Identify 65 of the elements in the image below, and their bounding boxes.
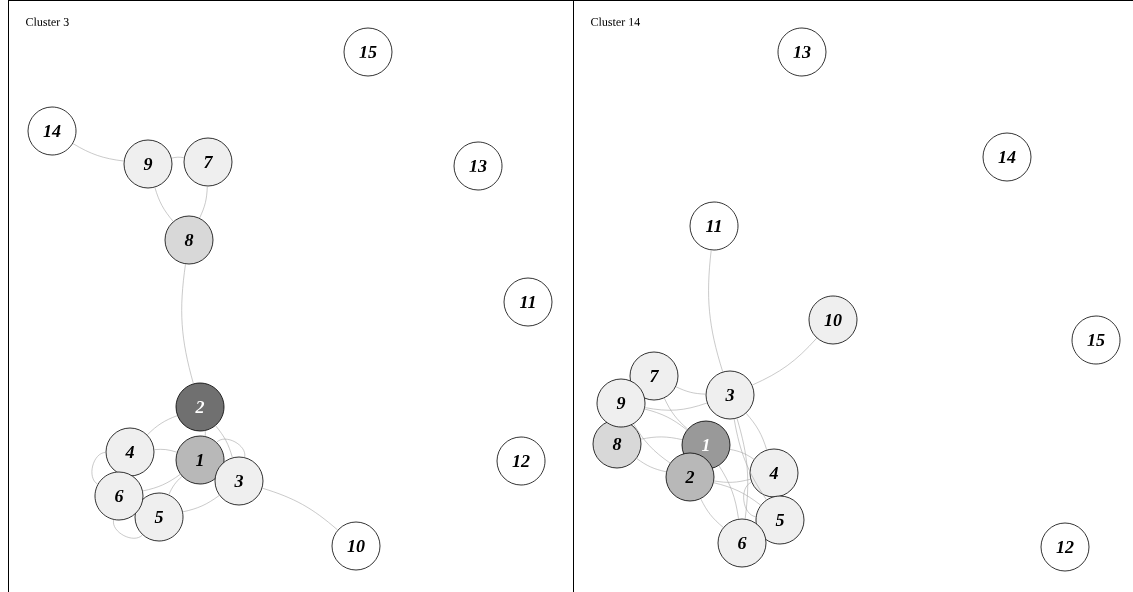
connector: [168, 476, 183, 495]
connector: [708, 249, 723, 373]
connector: [729, 449, 755, 460]
connector: [215, 425, 233, 458]
connector: [640, 436, 683, 440]
connector: [644, 402, 708, 411]
circle-node: 12: [1040, 522, 1090, 572]
circle-node: 3: [705, 370, 755, 420]
connector: [154, 187, 174, 222]
circle-node: 5: [134, 492, 184, 542]
connector: [713, 478, 751, 483]
circle-node: 14: [27, 106, 77, 156]
circle-node: 10: [331, 521, 381, 571]
circle-node: 12: [496, 436, 546, 486]
connector: [182, 495, 220, 513]
connector: [216, 438, 246, 458]
connector: [633, 423, 671, 464]
circle-node: 5: [755, 495, 805, 545]
connector: [752, 337, 817, 386]
connector: [154, 449, 178, 453]
circle-node: 11: [503, 277, 553, 327]
circle-node: 7: [629, 351, 679, 401]
connector: [147, 415, 178, 436]
connector: [636, 458, 667, 473]
panel-title: Cluster 14: [591, 17, 641, 26]
panel-title: Cluster 3: [26, 17, 69, 26]
circle-node: 15: [1071, 315, 1121, 365]
circle-node: 4: [105, 427, 155, 477]
circle-node: 2: [665, 452, 715, 502]
circle-node: 13: [453, 141, 503, 191]
circle-node: 6: [94, 471, 144, 521]
connector: [718, 465, 739, 520]
circle-node: 13: [777, 27, 827, 77]
circle-node: 4: [749, 448, 799, 498]
circle-node: 14: [982, 132, 1032, 182]
circle-node: 6: [717, 518, 767, 568]
connector: [644, 408, 688, 431]
connector: [675, 386, 706, 395]
connector: [72, 143, 125, 162]
connector: [733, 418, 767, 501]
circle-node: 9: [596, 378, 646, 428]
connector: [745, 413, 767, 451]
circle-node: 8: [592, 419, 642, 469]
connector: [113, 519, 143, 539]
connector: [700, 498, 724, 528]
circle-node: 3: [214, 456, 264, 506]
connector: [664, 397, 688, 430]
connector: [204, 430, 206, 437]
connector: [743, 481, 757, 518]
connector: [91, 452, 106, 485]
circle-node: 1: [175, 435, 225, 485]
circle-node: 7: [183, 137, 233, 187]
circle-node: 2: [175, 382, 225, 432]
circle-node: 8: [164, 215, 214, 265]
connector: [736, 418, 749, 520]
connector: [181, 263, 194, 384]
connector: [171, 156, 185, 159]
circle-node: 9: [123, 139, 173, 189]
connector: [142, 474, 181, 492]
connector: [713, 482, 761, 506]
circle-node: 15: [343, 27, 393, 77]
connector: [262, 487, 338, 531]
connector: [199, 186, 208, 219]
circle-node: 10: [808, 295, 858, 345]
circle-node: 11: [689, 201, 739, 251]
